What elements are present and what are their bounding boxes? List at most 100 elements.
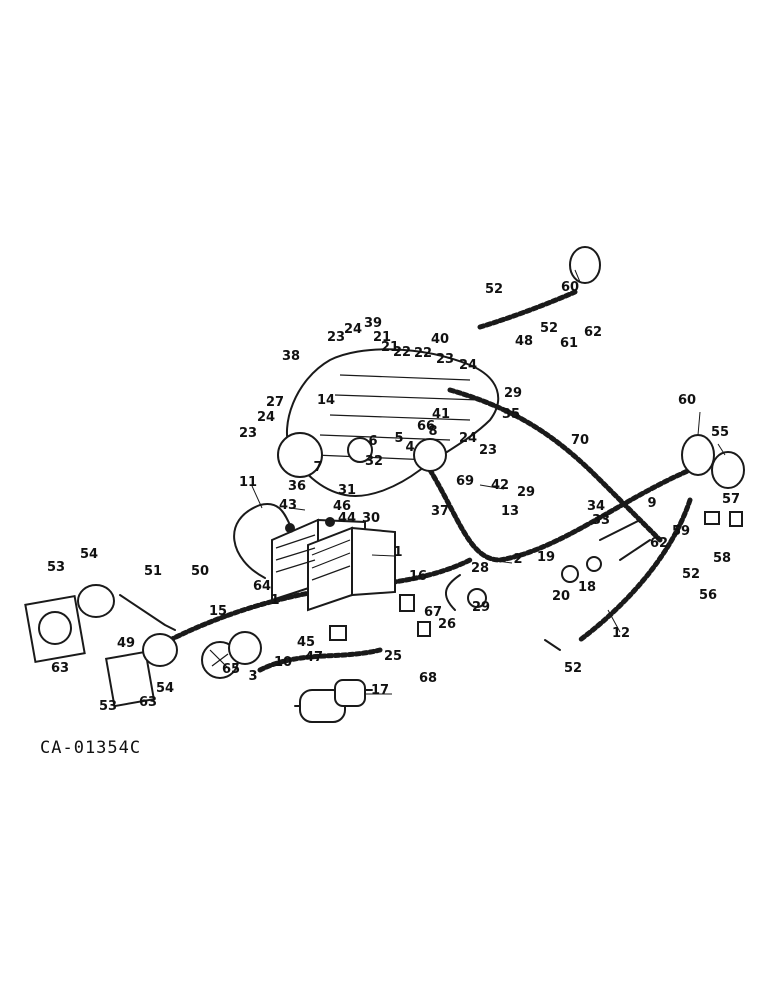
callout-label: 26 <box>438 617 456 632</box>
callout-label: 29 <box>472 600 490 615</box>
callout-label: 18 <box>578 580 596 595</box>
callout-label: 11 <box>239 475 257 490</box>
callout-label: 31 <box>338 483 356 498</box>
callout-label: 19 <box>537 550 555 565</box>
callout-label: 6 <box>368 434 377 449</box>
callout-label: 42 <box>491 478 509 493</box>
callout-label: 69 <box>456 474 474 489</box>
callout-label: 4 <box>405 440 414 455</box>
callout-label: 7 <box>313 460 322 475</box>
callout-label: 54 <box>156 681 174 696</box>
callout-label: 44 <box>338 511 356 526</box>
callout-label: 55 <box>711 425 729 440</box>
callout-label: 29 <box>504 386 522 401</box>
leader-lines <box>251 269 726 695</box>
callout-label: 22 <box>414 346 432 361</box>
batteries <box>233 503 396 612</box>
callout-label: 29 <box>517 485 535 500</box>
callout-label: 1 <box>270 593 279 608</box>
callout-label: 37 <box>431 504 449 519</box>
callout-label: 59 <box>672 524 690 539</box>
callout-label: 20 <box>552 589 570 604</box>
callout-label: 14 <box>317 393 335 408</box>
callout-label: 54 <box>80 547 98 562</box>
callout-label: 32 <box>365 454 383 469</box>
left-lamps <box>24 584 178 708</box>
small-components <box>329 519 651 651</box>
callout-label: 3 <box>248 669 257 684</box>
callout-label: 8 <box>428 424 437 439</box>
callout-label: 63 <box>51 661 69 676</box>
callout-label: 50 <box>191 564 209 579</box>
right-lamps <box>569 246 745 527</box>
callout-label: 13 <box>501 504 519 519</box>
callout-label: 22 <box>393 345 411 360</box>
starter-motor <box>294 679 373 723</box>
callout-label: 16 <box>409 569 427 584</box>
callout-label: 24 <box>459 431 477 446</box>
callout-label: 47 <box>305 650 323 665</box>
engine-block <box>277 348 500 497</box>
callout-label: 61 <box>560 336 578 351</box>
callout-label: 24 <box>459 358 477 373</box>
callout-label: 24 <box>257 410 275 425</box>
figure-code: CA-01354C <box>40 738 142 758</box>
callout-label: 53 <box>99 699 117 714</box>
callout-label: 30 <box>362 511 380 526</box>
callout-label: 62 <box>650 536 668 551</box>
callout-label: 70 <box>571 433 589 448</box>
callout-label: 12 <box>612 626 630 641</box>
callout-label: 48 <box>515 334 533 349</box>
callout-label: 45 <box>297 635 315 650</box>
callout-label: 52 <box>564 661 582 676</box>
callout-label: 34 <box>587 499 605 514</box>
callout-label: 21 <box>373 330 391 345</box>
callout-label: 15 <box>209 604 227 619</box>
callout-label: 23 <box>479 443 497 458</box>
callout-label: 5 <box>394 431 403 446</box>
callout-label: 23 <box>436 352 454 367</box>
callout-label: 41 <box>432 407 450 422</box>
callout-label: 60 <box>678 393 696 408</box>
callout-label: 60 <box>561 280 579 295</box>
callout-label: 25 <box>384 649 402 664</box>
callout-label: 56 <box>699 588 717 603</box>
callout-label: 9 <box>647 496 656 511</box>
callout-label: 52 <box>540 321 558 336</box>
callout-label: 65 <box>222 662 240 677</box>
callout-label: 28 <box>471 561 489 576</box>
callout-label: 2 <box>513 552 522 567</box>
callout-label: 52 <box>485 282 503 297</box>
callout-label: 38 <box>282 349 300 364</box>
callout-label: 62 <box>584 325 602 340</box>
callout-label: 35 <box>502 407 520 422</box>
callout-label: 66 <box>417 419 435 434</box>
callout-label: 17 <box>371 683 389 698</box>
callout-label: 23 <box>239 426 257 441</box>
callout-label: 21 <box>381 340 399 355</box>
callout-label: 10 <box>274 655 292 670</box>
callout-label: 57 <box>722 492 740 507</box>
callout-label: 67 <box>424 605 442 620</box>
callout-label: 46 <box>333 499 351 514</box>
callout-label: 23 <box>327 330 345 345</box>
callout-label: 1 <box>393 545 402 560</box>
callout-label: 58 <box>713 551 731 566</box>
callout-label: 52 <box>682 567 700 582</box>
callout-label: 40 <box>431 332 449 347</box>
callout-label: 43 <box>279 498 297 513</box>
callout-label: 64 <box>253 579 271 594</box>
callout-label: 63 <box>139 695 157 710</box>
callout-label: 27 <box>266 395 284 410</box>
callout-label: 49 <box>117 636 135 651</box>
callout-label: 39 <box>364 316 382 331</box>
callout-label: 36 <box>288 479 306 494</box>
callout-label: 24 <box>344 322 362 337</box>
callout-label: 53 <box>47 560 65 575</box>
callout-label: 33 <box>592 513 610 528</box>
callout-label: 51 <box>144 564 162 579</box>
alternator <box>201 631 262 679</box>
callout-label: 68 <box>419 671 437 686</box>
